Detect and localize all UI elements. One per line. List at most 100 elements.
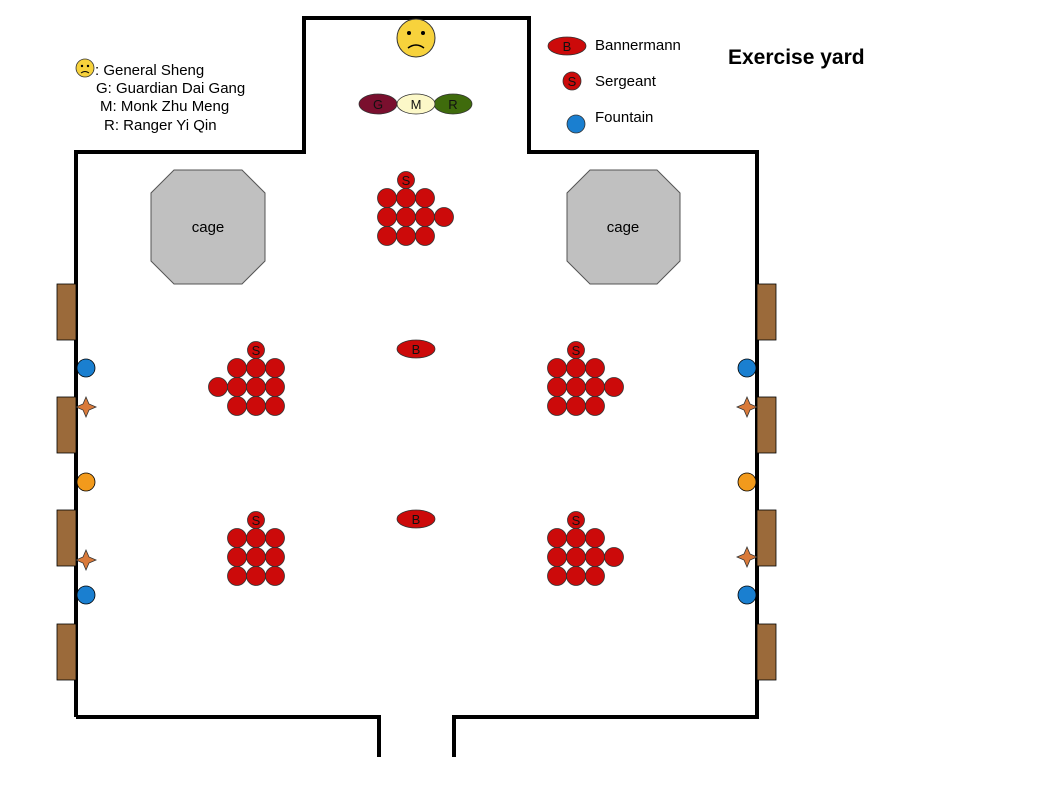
general-face-icon <box>75 58 95 78</box>
sergeant-legend-icon <box>562 71 582 91</box>
soldier-unit-top-center: S <box>377 171 454 246</box>
bench <box>756 396 777 454</box>
soldier-token <box>415 226 435 246</box>
sergeant-letter: S <box>572 343 581 358</box>
sergeant-legend-letter: S <box>568 74 577 89</box>
monk-token: M <box>396 93 436 115</box>
legend-general: : General Sheng <box>95 62 204 79</box>
ranger-letter: R <box>448 97 457 112</box>
cage-left: cage <box>150 169 266 285</box>
soldier-token <box>265 528 285 548</box>
torch-marker <box>76 472 96 492</box>
soldier-unit-middle-left: S <box>208 341 285 416</box>
soldier-token <box>415 207 435 227</box>
legend-bannermann: Bannermann <box>595 37 681 54</box>
bannermann-token: B <box>396 339 436 359</box>
soldier-token <box>246 566 266 586</box>
soldier-unit-bottom-right: S <box>547 511 624 586</box>
bench <box>56 623 77 681</box>
soldier-token <box>246 396 266 416</box>
soldier-token <box>227 358 247 378</box>
legend-guardian: G: Guardian Dai Gang <box>96 80 245 97</box>
fountain-marker <box>737 358 757 378</box>
legend-symbols: B Bannermann S Sergeant Fountain <box>547 36 681 134</box>
yard-wall <box>74 16 759 757</box>
soldier-token <box>246 528 266 548</box>
cage-label: cage <box>192 219 225 236</box>
soldier-token <box>265 566 285 586</box>
legend-ranger: R: Ranger Yi Qin <box>104 117 217 134</box>
legend-characters: : General Sheng G: Guardian Dai Gang M: … <box>75 58 245 134</box>
soldier-units: S S S S S <box>208 171 624 586</box>
soldier-token <box>585 547 605 567</box>
bannermann-legend-icon <box>547 36 587 56</box>
soldier-token <box>604 377 624 397</box>
soldier-token <box>396 226 416 246</box>
bench <box>56 509 77 567</box>
soldier-token <box>246 547 266 567</box>
soldier-token <box>585 566 605 586</box>
soldier-token <box>566 566 586 586</box>
soldier-token <box>377 207 397 227</box>
soldier-token <box>547 377 567 397</box>
soldier-token <box>415 188 435 208</box>
cage-right: cage <box>566 169 681 285</box>
guardian-token: G <box>358 93 398 115</box>
sergeant-token: S <box>247 511 265 529</box>
sergeant-token: S <box>567 341 585 359</box>
cage-label: cage <box>607 219 640 236</box>
soldier-token <box>585 377 605 397</box>
soldier-token <box>227 566 247 586</box>
soldier-token <box>566 528 586 548</box>
soldier-token <box>434 207 454 227</box>
torch-marker <box>737 472 757 492</box>
sergeant-token: S <box>247 341 265 359</box>
soldier-token <box>585 396 605 416</box>
soldier-token <box>265 547 285 567</box>
soldier-token <box>227 377 247 397</box>
legend-fountain: Fountain <box>595 109 653 126</box>
bannermann-letter: B <box>412 512 421 527</box>
soldier-token <box>377 188 397 208</box>
soldier-token <box>547 566 567 586</box>
soldier-token <box>585 358 605 378</box>
soldier-token <box>265 396 285 416</box>
soldier-token <box>265 358 285 378</box>
legend-monk: M: Monk Zhu Meng <box>100 98 229 115</box>
bannermann-legend-letter: B <box>563 39 572 54</box>
star-icon <box>735 395 759 419</box>
soldier-unit-bottom-left: S <box>227 511 285 586</box>
monk-letter: M <box>411 97 422 112</box>
soldier-token <box>547 396 567 416</box>
bench <box>756 283 777 341</box>
soldier-token <box>396 188 416 208</box>
soldier-token <box>547 358 567 378</box>
general-sheng-token <box>396 18 436 58</box>
soldier-token <box>246 358 266 378</box>
soldier-token <box>566 358 586 378</box>
fountain-marker <box>76 358 96 378</box>
bench <box>56 396 77 454</box>
guardian-letter: G <box>373 97 383 112</box>
soldier-unit-middle-right: S <box>547 341 624 416</box>
soldier-token <box>246 377 266 397</box>
star-icon <box>74 548 98 572</box>
soldier-token <box>566 377 586 397</box>
soldier-token <box>604 547 624 567</box>
ranger-token: R <box>433 93 473 115</box>
soldier-token <box>566 547 586 567</box>
fountain-legend-icon <box>566 114 586 134</box>
sergeant-letter: S <box>572 513 581 528</box>
sergeant-letter: S <box>252 343 261 358</box>
soldier-token <box>227 396 247 416</box>
bench <box>756 509 777 567</box>
sergeant-token: S <box>567 511 585 529</box>
soldier-token <box>585 528 605 548</box>
soldier-token <box>208 377 228 397</box>
sergeant-token: S <box>397 171 415 189</box>
bannermann-letter: B <box>412 342 421 357</box>
soldier-token <box>547 547 567 567</box>
soldier-token <box>377 226 397 246</box>
bench <box>756 623 777 681</box>
